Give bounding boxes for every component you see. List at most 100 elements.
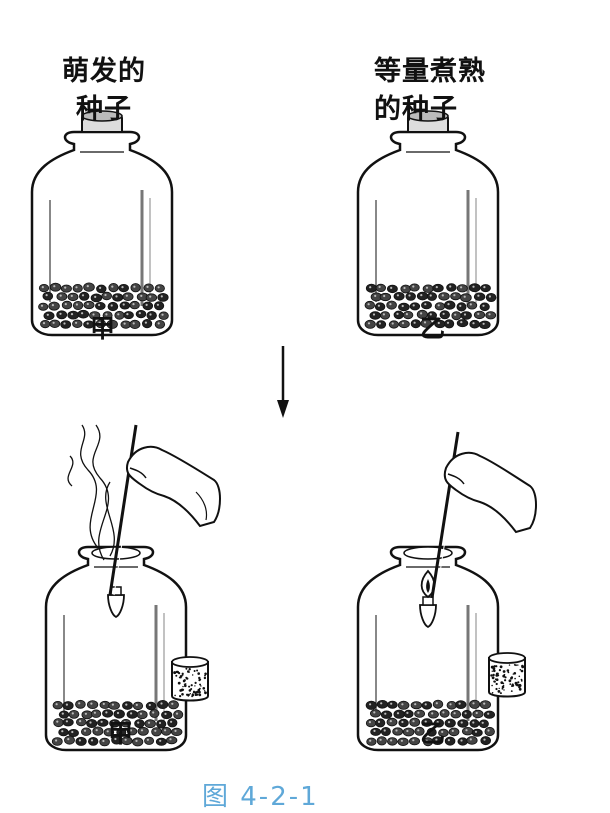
cork-texture-dot xyxy=(186,677,189,680)
seed xyxy=(376,736,387,746)
seed xyxy=(466,301,478,310)
cork-texture-dot xyxy=(191,693,194,695)
seed-highlight xyxy=(152,711,155,714)
seed-highlight xyxy=(425,286,429,289)
cork-texture-dot xyxy=(184,683,187,685)
seed-highlight xyxy=(377,720,381,723)
seed xyxy=(49,319,61,328)
top-right-jar-label: 乙 xyxy=(420,314,446,343)
cork-texture-dot xyxy=(497,672,499,675)
seed-highlight xyxy=(405,313,408,316)
cork-texture-dot xyxy=(497,690,501,693)
seed xyxy=(364,300,376,310)
seed-highlight xyxy=(447,303,450,306)
seed xyxy=(119,301,131,310)
seed xyxy=(450,709,462,719)
seed xyxy=(101,291,112,301)
seed-highlight xyxy=(94,295,97,298)
seed-highlight xyxy=(465,729,468,732)
seed-highlight xyxy=(70,294,73,297)
bottom-left-jar-label: 甲 xyxy=(108,719,134,748)
seed xyxy=(143,283,154,293)
cork-texture-dot xyxy=(502,684,505,687)
seed xyxy=(118,284,130,293)
cork-texture-dot xyxy=(198,679,201,682)
seed xyxy=(409,283,420,292)
seed xyxy=(67,310,79,320)
seed xyxy=(456,284,468,293)
seed xyxy=(171,727,183,737)
seed xyxy=(173,710,184,720)
seed-highlight xyxy=(135,703,138,706)
seed-highlight xyxy=(401,703,404,706)
cork-texture-dot xyxy=(177,681,181,685)
bottom-right-jar-label: 乙 xyxy=(420,719,446,748)
seed xyxy=(42,291,54,301)
seed xyxy=(108,283,119,293)
cork-texture-dot xyxy=(516,683,519,687)
cork-texture-dot xyxy=(200,685,202,687)
label-sprouted-seeds-line2: 种子 xyxy=(76,94,132,125)
seed-highlight xyxy=(488,295,491,298)
seed-highlight xyxy=(367,303,370,306)
cork-texture-dot xyxy=(188,671,190,673)
seed xyxy=(432,283,444,293)
seed-highlight xyxy=(106,730,109,733)
seed-highlight xyxy=(446,321,450,324)
seed-highlight xyxy=(406,711,409,714)
seed xyxy=(398,302,410,312)
seed-highlight xyxy=(130,712,133,715)
seed-highlight xyxy=(412,304,415,307)
cork-texture-dot xyxy=(174,694,176,697)
seed xyxy=(408,737,420,746)
seeds-sprouted xyxy=(38,282,169,330)
cork-texture-dot xyxy=(184,684,187,688)
seed xyxy=(161,710,173,720)
seed xyxy=(380,311,391,320)
seed-highlight xyxy=(451,729,454,732)
seed xyxy=(397,737,409,746)
cork-texture-dot xyxy=(508,664,511,666)
seed-highlight xyxy=(401,720,404,724)
seed-highlight xyxy=(460,739,463,742)
seed-highlight xyxy=(442,312,445,315)
seed xyxy=(438,728,449,738)
seed xyxy=(136,710,148,720)
seed xyxy=(161,726,172,736)
cork-texture-dot xyxy=(491,676,495,680)
seed xyxy=(457,719,469,728)
seed-highlight xyxy=(384,712,387,715)
cork-texture-dot xyxy=(185,667,188,670)
seed-highlight xyxy=(472,721,475,724)
seed-highlight xyxy=(145,303,148,306)
seed-highlight xyxy=(67,738,70,741)
seed-highlight xyxy=(482,322,485,325)
seed xyxy=(439,709,450,718)
seed xyxy=(141,319,153,329)
seed xyxy=(88,737,99,746)
seed xyxy=(145,293,158,302)
seed xyxy=(432,699,444,709)
seed xyxy=(456,319,469,328)
seed xyxy=(49,282,62,292)
cork-texture-dot xyxy=(193,670,196,672)
seed xyxy=(374,302,386,311)
seed-highlight xyxy=(368,721,371,724)
seed xyxy=(168,700,179,710)
seed-highlight xyxy=(408,294,411,297)
seed xyxy=(106,319,118,329)
cork-texture-dot xyxy=(491,670,493,672)
seed xyxy=(48,301,60,311)
seed-highlight xyxy=(98,321,101,324)
seed xyxy=(120,718,132,728)
seed xyxy=(126,727,138,736)
seed xyxy=(426,727,437,737)
seed xyxy=(397,700,410,710)
hand-left xyxy=(126,445,221,528)
cork-texture-dot xyxy=(508,679,512,683)
seed xyxy=(451,311,462,321)
seed xyxy=(380,710,393,719)
top-left-jar-label: 甲 xyxy=(90,314,116,343)
seed xyxy=(388,320,400,329)
